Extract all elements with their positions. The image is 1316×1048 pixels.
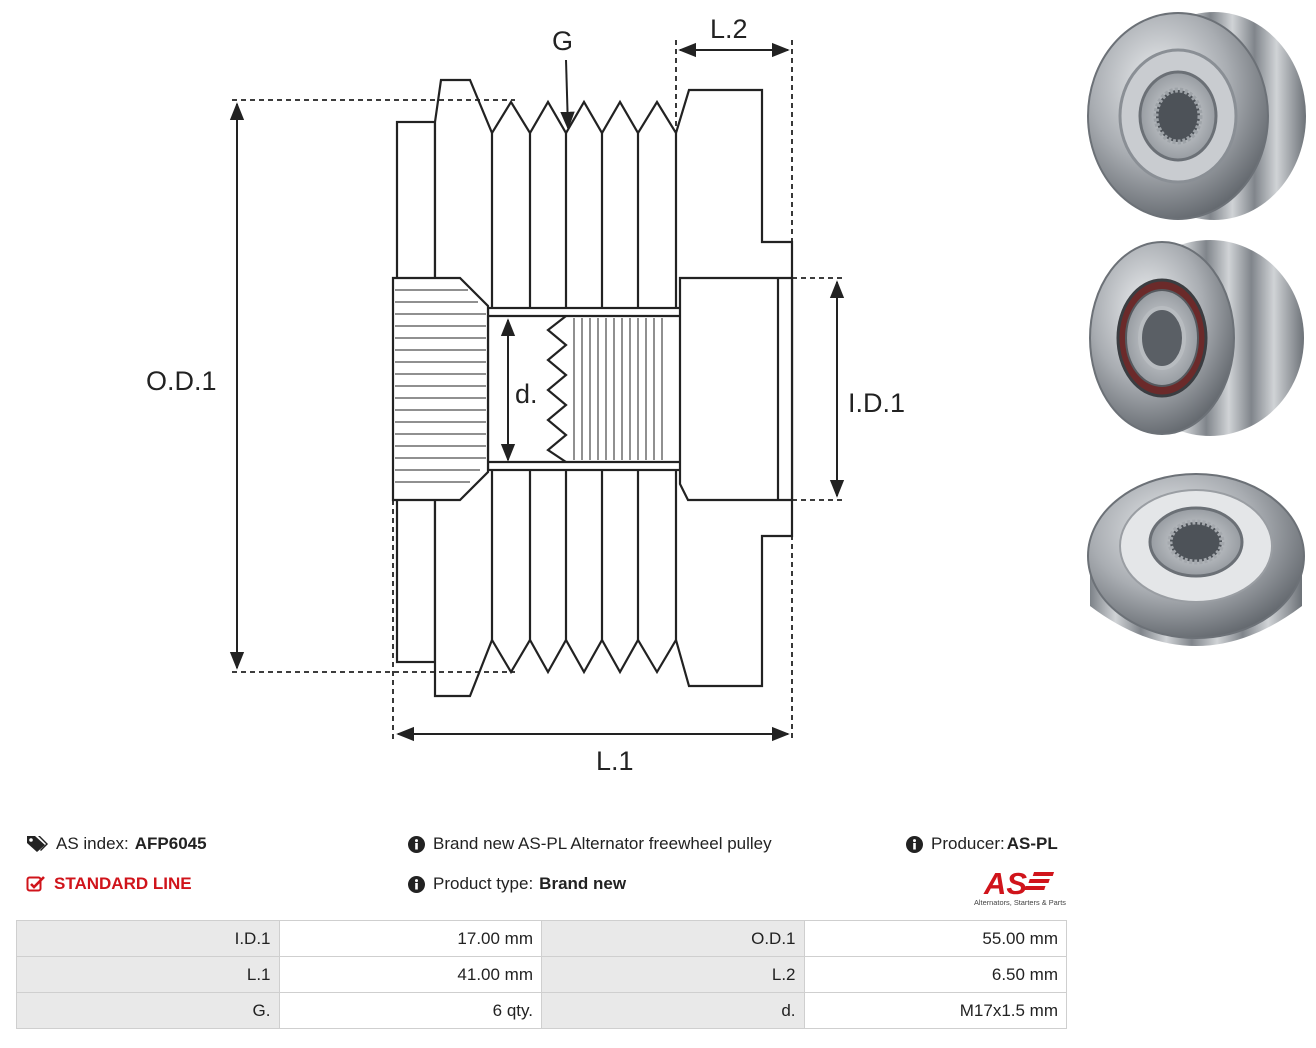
tags-icon — [27, 836, 48, 852]
producer-label: Producer: — [931, 834, 1005, 853]
spec-value-id1: 17.00 mm — [278, 920, 542, 957]
checkbox-checked-icon — [26, 876, 45, 892]
as-index-value: AFP6045 — [134, 834, 207, 853]
pulley-rear-view-icon — [1089, 240, 1304, 436]
info-icon — [906, 835, 923, 853]
spec-value-l1: 41.00 mm — [278, 956, 542, 993]
as-index-label: AS index: — [56, 834, 129, 853]
description-row: Brand new AS-PL Alternator freewheel pul… — [408, 834, 772, 854]
product-description: Brand new AS-PL Alternator freewheel pul… — [433, 834, 772, 853]
spec-label-od1: O.D.1 — [541, 920, 805, 957]
product-type-row: Product type: Brand new — [408, 874, 626, 894]
standard-line-row: STANDARD LINE — [26, 874, 192, 894]
pulley-angled-view-icon — [1087, 473, 1305, 646]
spec-table: I.D.1 17.00 mm O.D.1 55.00 mm L.1 41.00 … — [16, 920, 1067, 1029]
spec-value-od1: 55.00 mm — [803, 920, 1067, 957]
spec-label-l2: L.2 — [541, 956, 805, 993]
pulley-front-view-icon — [1087, 12, 1306, 220]
info-icon — [408, 835, 425, 853]
label-id1: I.D.1 — [848, 388, 905, 418]
product-type-label: Product type: — [433, 874, 534, 893]
svg-text:AS: AS — [983, 866, 1027, 901]
spec-label-d: d. — [541, 992, 805, 1029]
info-icon — [408, 875, 425, 893]
label-g: G — [552, 26, 573, 56]
table-row: L.1 41.00 mm L.2 6.50 mm — [16, 956, 1067, 993]
table-row: G. 6 qty. d. M17x1.5 mm — [16, 992, 1067, 1029]
producer-value: AS-PL — [1006, 834, 1058, 853]
technical-drawing: G L.2 O.D.1 d. I.D.1 L.1 — [146, 14, 905, 776]
product-photos — [1087, 12, 1306, 646]
as-index-row: AS index: AFP6045 — [26, 834, 207, 854]
as-pl-logo: AS Alternators, Starters & Parts — [974, 866, 1066, 907]
spec-label-l1: L.1 — [16, 956, 280, 993]
spec-label-id1: I.D.1 — [16, 920, 280, 957]
label-l2: L.2 — [710, 14, 748, 44]
standard-line-label: STANDARD LINE — [54, 874, 192, 893]
product-type-value: Brand new — [539, 874, 627, 893]
label-d: d. — [515, 379, 538, 409]
spec-value-l2: 6.50 mm — [803, 956, 1067, 993]
spec-value-g: 6 qty. — [278, 992, 542, 1029]
label-l1: L.1 — [596, 746, 634, 776]
spec-value-d: M17x1.5 mm — [803, 992, 1067, 1029]
producer-row: Producer: AS-PL — [906, 834, 1058, 854]
spec-label-g: G. — [16, 992, 280, 1029]
table-row: I.D.1 17.00 mm O.D.1 55.00 mm — [16, 920, 1067, 957]
svg-text:Alternators, Starters & Parts: Alternators, Starters & Parts — [974, 898, 1066, 907]
label-od1: O.D.1 — [146, 366, 217, 396]
